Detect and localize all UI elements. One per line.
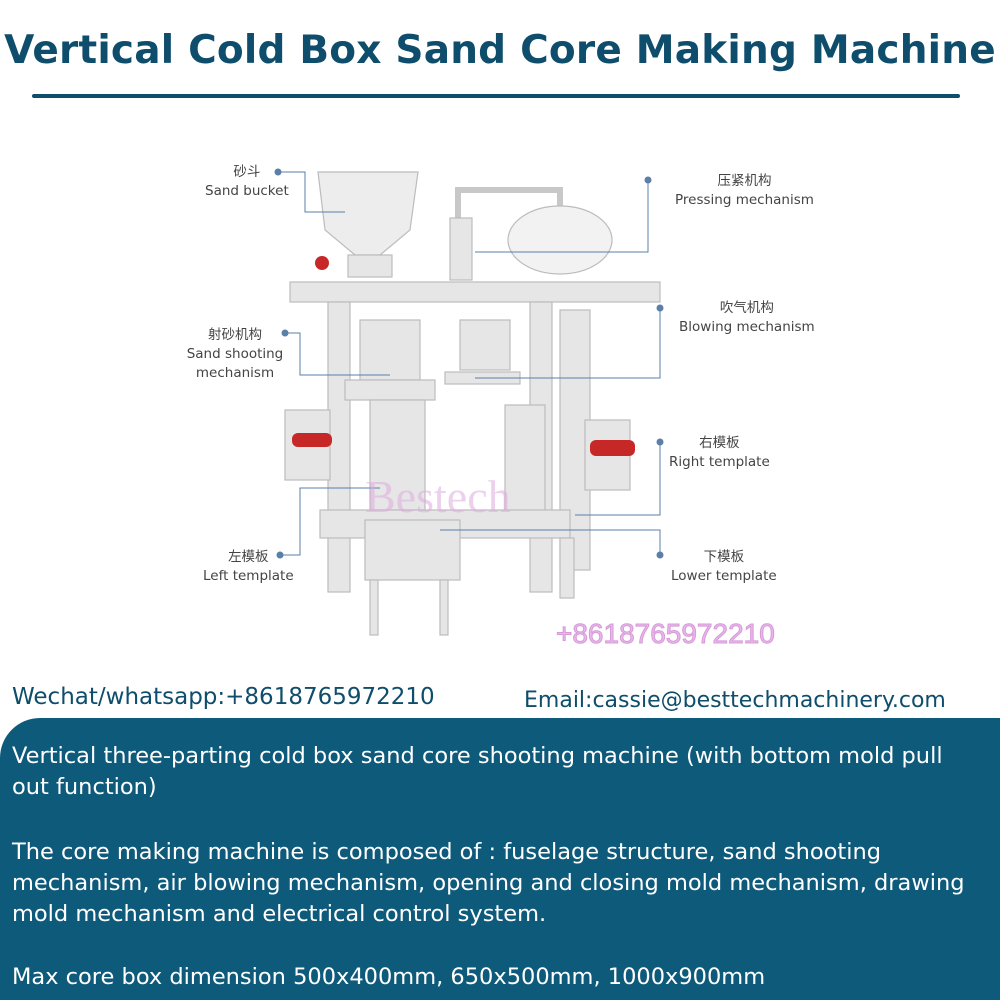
label-en: Left template: [203, 568, 294, 584]
email-contact: Email:cassie@besttechmachinery.com: [524, 688, 946, 713]
description-line: mold mechanism and electrical control sy…: [12, 901, 547, 927]
title-divider: [32, 94, 960, 98]
label-zh: 砂斗: [233, 164, 261, 180]
label-en: Lower template: [671, 568, 777, 584]
label-en: Pressing mechanism: [675, 192, 814, 208]
brand-watermark: Bestech: [365, 471, 511, 522]
label-en: Blowing mechanism: [679, 319, 815, 335]
label-zh: 下模板: [703, 549, 745, 565]
description-panel: [0, 718, 1000, 1000]
label-zh: 左模板: [228, 549, 269, 565]
description-line: Vertical three-parting cold box sand cor…: [12, 743, 943, 769]
label-zh: 压紧机构: [717, 173, 772, 189]
wechat-contact: Wechat/whatsapp:+8618765972210: [12, 684, 435, 710]
label-zh: 吹气机构: [719, 300, 774, 316]
label-en: Sand bucket: [205, 183, 289, 199]
label-left-template: 左模板 Left template: [203, 548, 294, 586]
description-line: The core making machine is composed of :…: [12, 839, 882, 865]
label-lower-template: 下模板 Lower template: [671, 548, 777, 586]
page-title: Vertical Cold Box Sand Core Making Machi…: [4, 28, 996, 73]
label-sand-shooting-mechanism: 射砂机构 Sand shooting mechanism: [184, 326, 286, 383]
phone-watermark: +8618765972210: [556, 618, 776, 650]
label-en: Right template: [669, 454, 770, 470]
description-line: mechanism, air blowing mechanism, openin…: [12, 870, 965, 896]
label-zh: 右模板: [699, 435, 740, 451]
label-en: Sand shooting mechanism: [186, 346, 284, 381]
description-line: out function): [12, 774, 157, 800]
label-zh: 射砂机构: [208, 327, 262, 343]
description-line: Max core box dimension 500x400mm, 650x50…: [12, 964, 766, 990]
machine-illustration: [274, 168, 664, 636]
label-sand-bucket: 砂斗 Sand bucket: [205, 163, 289, 201]
label-pressing-mechanism: 压紧机构 Pressing mechanism: [675, 172, 814, 210]
label-right-template: 右模板 Right template: [669, 434, 770, 472]
label-blowing-mechanism: 吹气机构 Blowing mechanism: [679, 299, 815, 337]
